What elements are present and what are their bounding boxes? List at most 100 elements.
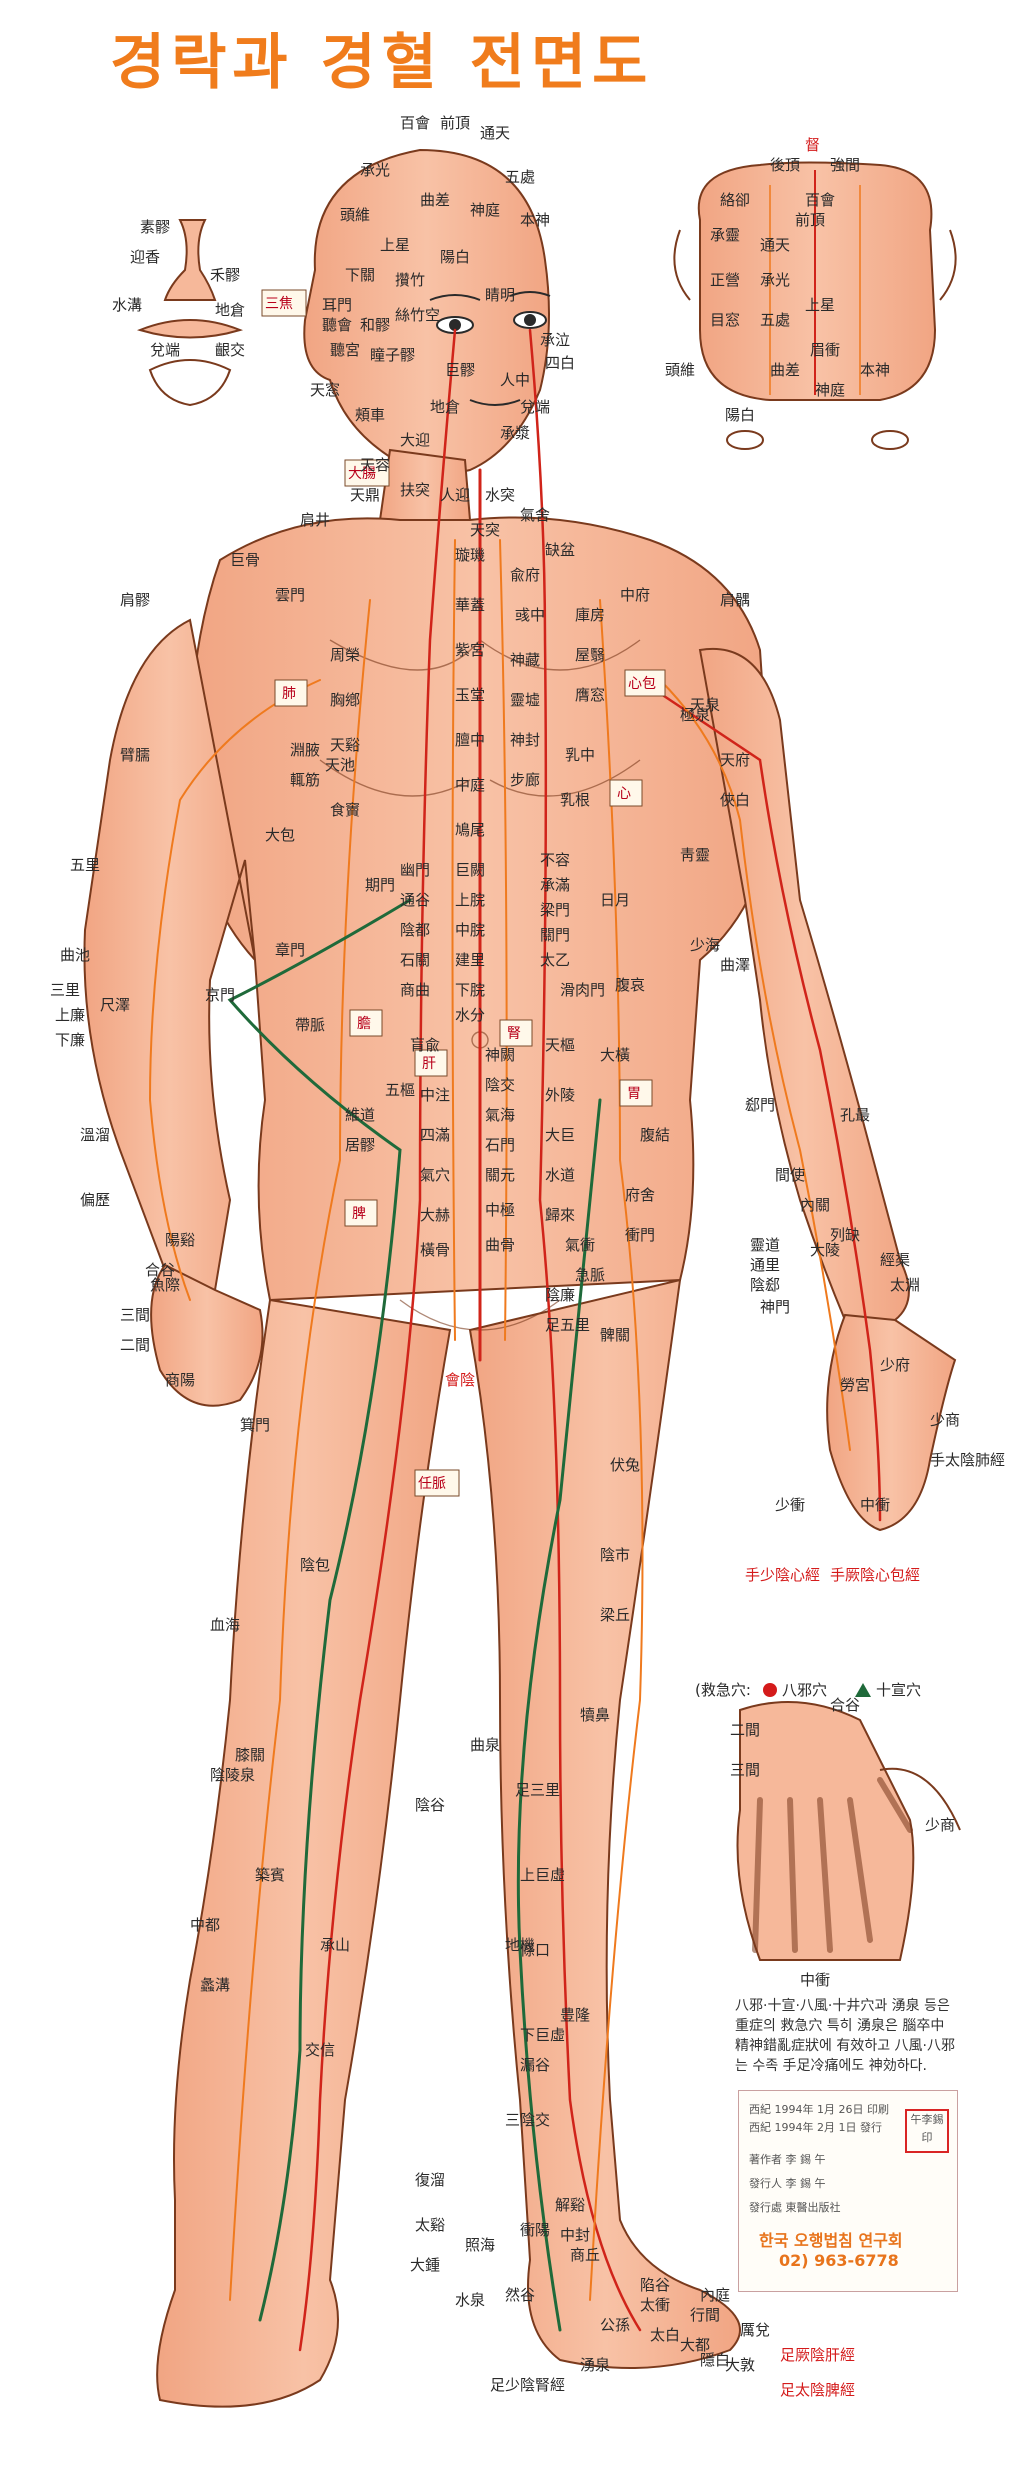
point-label: 步廊 — [510, 771, 540, 789]
point-label: 湧泉 — [580, 2356, 610, 2374]
point-label: 關元 — [485, 1166, 515, 1184]
point-label: 承泣 — [540, 331, 570, 349]
head-point-labels: 百會 前頂 通天 承光 五處 曲差 神庭 頭維 本神 上星 陽白 攢竹 睛明 承… — [310, 114, 575, 524]
point-label: 上星 — [380, 236, 410, 254]
point-label: 日月 — [600, 891, 630, 909]
point-label: 絲竹空 — [395, 306, 440, 324]
point-label: 四白 — [545, 354, 575, 372]
face-detail-view — [136, 219, 244, 407]
point-label: 會陰 — [445, 1371, 475, 1389]
point-label: 四滿 — [420, 1126, 450, 1144]
point-label: 下廉 — [55, 1031, 85, 1049]
point-label: 禾髎 — [210, 266, 240, 284]
point-label: 水溝 — [112, 296, 142, 314]
point-label: 足三里 — [515, 1781, 560, 1799]
point-label: 天容 — [360, 456, 390, 474]
point-label: 三陰交 — [505, 2111, 550, 2129]
point-label: 曲池 — [60, 946, 90, 964]
point-label: 條口 — [520, 1941, 550, 1959]
point-label: 下關 — [345, 266, 375, 284]
point-label: 中衝 — [800, 1971, 830, 1989]
point-label: 復溜 — [415, 2171, 445, 2189]
point-label: 陰市 — [600, 1546, 630, 1564]
point-label: 內庭 — [700, 2286, 730, 2304]
point-label: 衝門 — [625, 1226, 655, 1244]
point-label: 急脈 — [575, 1266, 605, 1284]
point-label: 神庭 — [470, 201, 500, 219]
note-text: 八邪·十宣·八風·十井穴과 湧泉 등은 重症의 救急穴 특히 湧泉은 腦卒中 精… — [735, 1997, 955, 2074]
meridian-chip: 腎 — [507, 1026, 521, 1042]
point-label: 大鍾 — [410, 2256, 440, 2274]
point-label: 中庭 — [455, 776, 485, 794]
point-label: 交信 — [305, 2041, 335, 2059]
meridian-chip: 脾 — [352, 1206, 366, 1222]
point-label: 衝陽 — [520, 2221, 550, 2239]
point-label: 人中 — [500, 371, 530, 389]
point-label: 素髎 — [140, 218, 170, 236]
point-label: 胸鄕 — [330, 691, 360, 709]
point-label: 乳中 — [565, 746, 595, 764]
point-label: 神藏 — [510, 651, 540, 669]
point-label: 氣穴 — [420, 1166, 450, 1184]
point-label: 曲差 — [770, 361, 800, 379]
point-label: 行間 — [690, 2306, 720, 2324]
point-label: 經渠 — [880, 1251, 910, 1269]
point-label: 公孫 — [600, 2316, 630, 2334]
point-label: 神門 — [760, 1298, 790, 1316]
point-label: 玉堂 — [455, 686, 485, 704]
point-label: 巨闕 — [455, 861, 485, 879]
point-label: 巨髎 — [445, 361, 475, 379]
point-label: 陰郄 — [750, 1276, 780, 1294]
point-label: 天府 — [720, 751, 750, 769]
point-label: 睛明 — [485, 286, 515, 304]
meridian-chip: 三焦 — [265, 296, 293, 312]
publication-info-box: 西紀 1994年 1月 26日 印刷 西紀 1994年 2月 1日 發行 著作者… — [738, 2090, 958, 2292]
point-label: 華蓋 — [455, 596, 485, 614]
point-label: 腹哀 — [615, 976, 645, 994]
meridian-chip: 肺 — [282, 686, 296, 702]
point-label: 膺窓 — [575, 686, 605, 704]
point-label: 璇璣 — [455, 546, 485, 564]
point-label: 關門 — [540, 926, 570, 944]
point-label: 百會 — [400, 114, 430, 132]
leg-point-labels: 髀關 伏兔 陰市 梁丘 犢鼻 足三里 上巨虛 條口 下巨虛 豊隆 解谿 衝陽 陷… — [190, 1326, 855, 2399]
point-label: 天窓 — [310, 381, 340, 399]
point-label: 陽白 — [725, 406, 755, 424]
point-label: 神闕 — [485, 1046, 515, 1064]
point-label: 少衝 — [775, 1496, 805, 1514]
point-label: 地倉 — [215, 301, 245, 319]
point-label: 頭維 — [665, 361, 695, 379]
pub-organization: 한국 오행법침 연구회 — [759, 2231, 903, 2250]
pub-house: 發行處 東醫出版社 — [749, 2201, 841, 2214]
point-label: 太淵 — [890, 1276, 920, 1294]
point-label: 聽宮 — [330, 341, 360, 359]
point-label: 伏兔 — [610, 1456, 640, 1474]
pub-author: 著作者 李 錫 午 — [749, 2153, 826, 2166]
point-label: 築賓 — [255, 1866, 285, 1884]
point-label: 居髎 — [345, 1136, 375, 1154]
point-label: 靈道 — [750, 1236, 780, 1254]
point-label: 腹結 — [640, 1126, 670, 1144]
point-label: 後頂 — [770, 156, 800, 174]
meridian-chip: 任脈 — [418, 1476, 446, 1492]
point-label: 商曲 — [400, 981, 430, 999]
point-label: 商丘 — [570, 2246, 600, 2264]
point-label: 太白 — [650, 2326, 680, 2344]
point-label: 氣舍 — [520, 506, 550, 524]
point-label: 太衝 — [640, 2296, 670, 2314]
point-label: 肓兪 — [410, 1036, 440, 1054]
point-label: 期門 — [365, 876, 395, 894]
point-label: 陷谷 — [640, 2276, 670, 2294]
point-label: 箕門 — [240, 1416, 270, 1434]
point-label: 照海 — [465, 2236, 495, 2254]
point-label: 合谷 — [830, 1696, 860, 1714]
point-label: 豊隆 — [560, 2006, 590, 2024]
point-label: 人迎 — [440, 486, 470, 504]
point-label: 髀關 — [600, 1326, 630, 1344]
meridian-chip: 大腸 — [348, 466, 376, 482]
point-label: 大橫 — [600, 1046, 630, 1064]
point-label: 本神 — [520, 211, 550, 229]
point-label: 齦交 — [215, 341, 245, 359]
legend-label: 十宣穴 — [876, 1681, 921, 1699]
